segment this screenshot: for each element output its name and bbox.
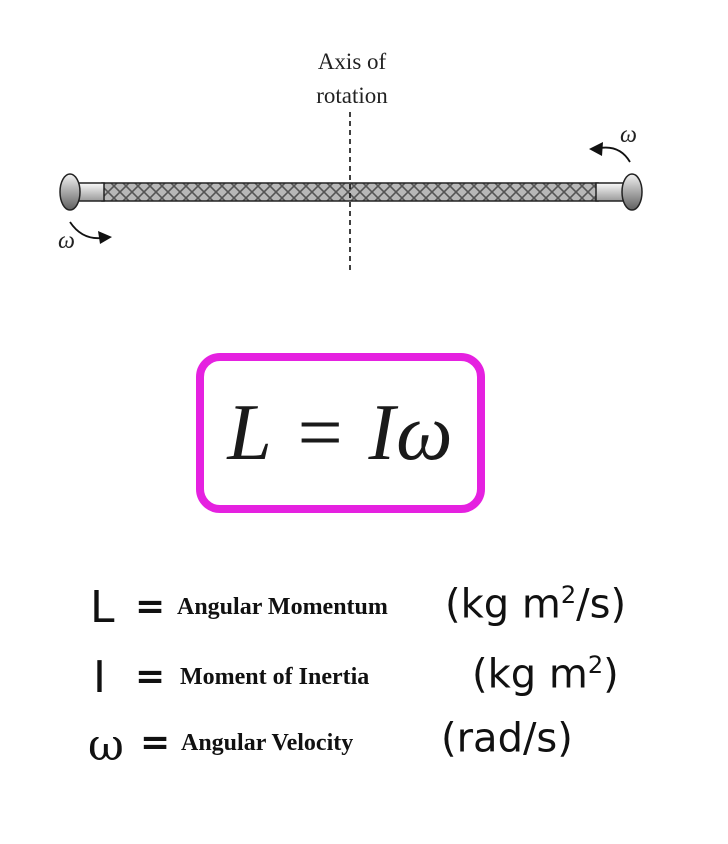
right-end-cap xyxy=(621,173,643,211)
unit-text: (kg m xyxy=(445,581,561,628)
left-rotation-arrow-icon xyxy=(69,221,112,244)
equals-sign: = xyxy=(135,656,166,697)
omega-left-label: ω xyxy=(58,228,75,254)
definition-name: Angular Momentum xyxy=(177,594,388,620)
unit-text: (kg m xyxy=(472,651,588,698)
unit-exponent: 2 xyxy=(560,581,577,609)
unit-text-tail: ) xyxy=(603,651,619,698)
equation-text: L = Iω xyxy=(227,388,454,477)
definition-row-angular-velocity: ω = Angular Velocity (rad/s) xyxy=(0,714,728,774)
unit-text: (rad/s) xyxy=(441,715,573,762)
symbol-L: L xyxy=(90,582,115,633)
left-end-cap xyxy=(59,173,81,211)
unit-label: (kg m2) xyxy=(472,651,619,697)
equals-sign: = xyxy=(140,722,171,763)
unit-label: (rad/s) xyxy=(441,715,573,761)
definition-name: Angular Velocity xyxy=(181,730,354,756)
definition-row-moment-of-inertia: I = Moment of Inertia (kg m2) xyxy=(0,648,728,708)
symbol-I: I xyxy=(93,652,106,703)
equation-box: L = Iω xyxy=(196,353,485,513)
definition-row-angular-momentum: L = Angular Momentum (kg m2/s) xyxy=(0,578,728,638)
definition-name: Moment of Inertia xyxy=(180,664,370,690)
right-rotation-arrow-icon xyxy=(589,142,631,163)
rod-illustration xyxy=(59,112,643,272)
axis-label-line1: Axis of xyxy=(317,49,387,74)
rod xyxy=(59,173,643,211)
omega-right-label: ω xyxy=(620,122,637,148)
unit-label: (kg m2/s) xyxy=(445,581,626,627)
rotating-rod-diagram: Axis of rotation ω ω xyxy=(0,0,728,300)
unit-text-tail: /s) xyxy=(576,581,627,628)
axis-label-line2: rotation xyxy=(316,83,388,108)
symbol-omega: ω xyxy=(88,720,124,771)
equals-sign: = xyxy=(135,586,166,627)
unit-exponent: 2 xyxy=(587,651,604,679)
